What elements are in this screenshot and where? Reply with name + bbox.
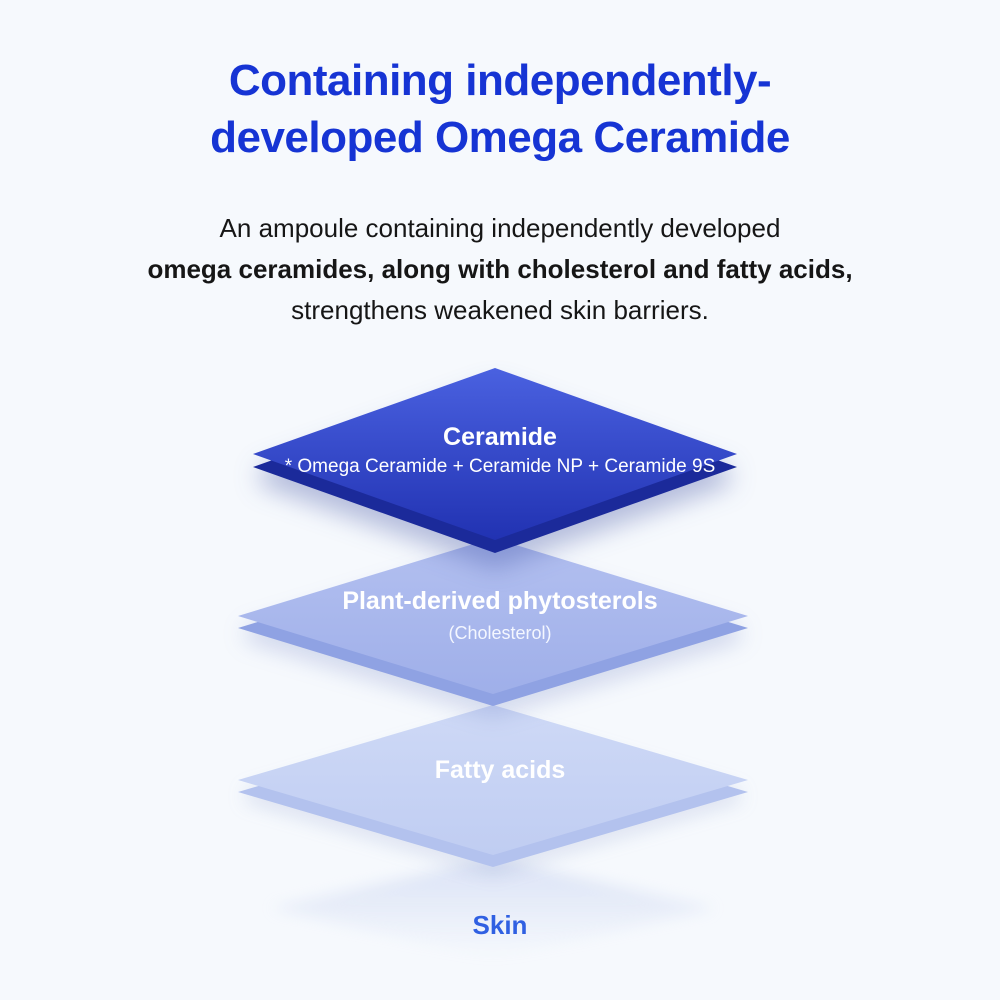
- page-title: Containing independently- developed Omeg…: [0, 52, 1000, 166]
- description-line2-bold: omega ceramides, along with cholesterol …: [147, 254, 853, 284]
- description-paragraph: An ampoule containing independently deve…: [0, 208, 1000, 331]
- layer-ceramide-shape: [253, 368, 737, 553]
- layer-fatty-acids-shape: [238, 705, 748, 867]
- description-line3: strengthens weakened skin barriers.: [291, 295, 709, 325]
- layer-phytosterols-subtitle: (Cholesterol): [448, 623, 552, 643]
- layer-fatty-acids-title: Fatty acids: [434, 756, 566, 784]
- layer-phytosterols-shape: [238, 538, 748, 706]
- page-title-line2: developed Omega Ceramide: [210, 113, 790, 162]
- layer-ceramide-title: Ceramide: [443, 423, 557, 451]
- layer-phytosterols-title: Plant-derived phytosterols: [342, 587, 658, 615]
- layer-ceramide-subtitle: * Omega Ceramide + Ceramide NP + Ceramid…: [284, 456, 716, 477]
- page-title-line1: Containing independently-: [228, 56, 772, 105]
- description-line1: An ampoule containing independently deve…: [219, 213, 781, 243]
- skin-base-label: Skin: [472, 910, 528, 940]
- skin-reflection-shape: [271, 858, 715, 958]
